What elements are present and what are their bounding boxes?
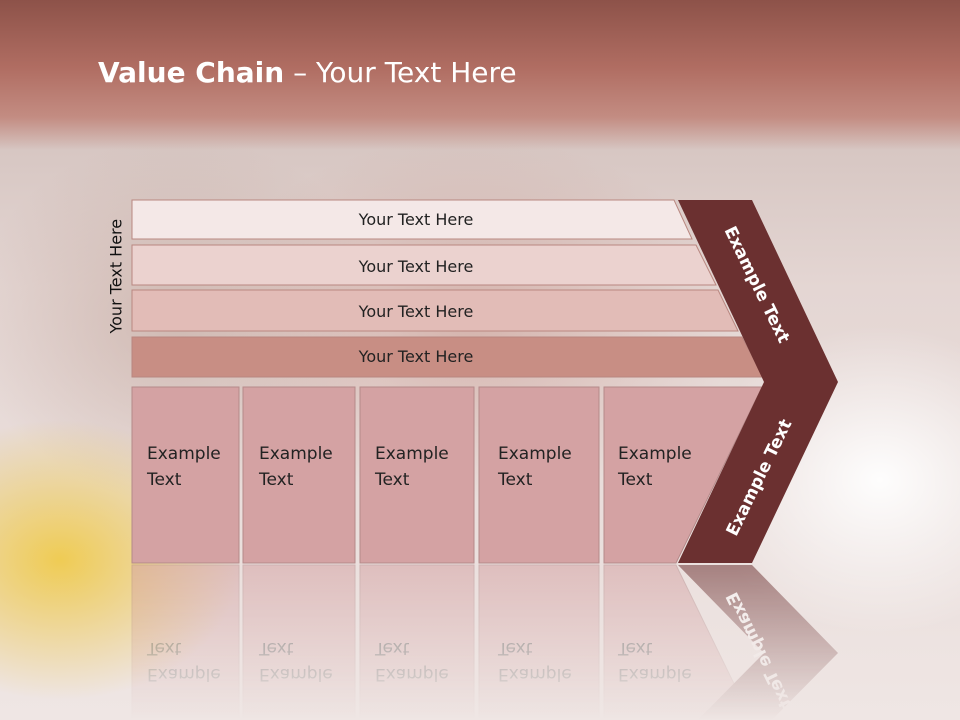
activity-box-1-line1: Example — [147, 444, 221, 464]
activity-box-4-line2: Text — [497, 470, 533, 490]
activity-box-3-line2: Text — [374, 470, 410, 490]
reflection-box-1-line1: Example — [147, 664, 221, 684]
bar-3-label: Your Text Here — [358, 302, 474, 321]
bar-1-shape — [131, 199, 693, 240]
activity-box-5-line2: Text — [617, 470, 653, 490]
activity-box-4-shape — [478, 386, 600, 564]
reflection-box-3 — [359, 564, 475, 720]
activity-box-3-shape — [359, 386, 475, 564]
activity-box-5-shape — [603, 386, 763, 564]
reflection: Example Text Example Text Example Text E… — [131, 564, 838, 720]
reflection-chevron — [678, 565, 838, 720]
bar-3-shape — [131, 289, 739, 332]
activity-box-5-line1: Example — [618, 444, 692, 464]
activity-box-3-line1: Example — [375, 444, 449, 464]
bar-1: Your Text Here — [131, 199, 693, 240]
margin-chevron-shape — [678, 200, 838, 563]
bar-4: Your Text Here — [131, 336, 764, 378]
bar-2-label: Your Text Here — [358, 257, 474, 276]
title-bold: Value Chain — [98, 56, 285, 89]
bar-2: Your Text Here — [131, 244, 717, 286]
reflection-box-2-line1: Example — [259, 664, 333, 684]
slide-title: Value Chain – Your Text Here — [98, 56, 517, 89]
activity-box-3: Example Text — [359, 386, 475, 564]
title-band — [0, 0, 960, 150]
activity-box-4: Example Text — [478, 386, 600, 564]
reflection-box-3-line1: Example — [375, 664, 449, 684]
activity-box-2-line2: Text — [258, 470, 294, 490]
activity-box-5: Example Text — [603, 386, 763, 564]
reflection-box-4 — [478, 564, 600, 720]
activity-box-2: Example Text — [242, 386, 356, 564]
activity-box-1-line2: Text — [146, 470, 182, 490]
bar-2-shape — [131, 244, 717, 286]
reflection-box-5-line2: Text — [617, 638, 653, 658]
activity-box-2-shape — [242, 386, 356, 564]
reflection-box-4-line2: Text — [497, 638, 533, 658]
activity-box-1-shape — [131, 386, 240, 564]
reflection-box-5 — [603, 564, 753, 720]
bar-4-label: Your Text Here — [358, 347, 474, 366]
reflection-box-5-line1: Example — [618, 664, 692, 684]
activity-box-2-line1: Example — [259, 444, 333, 464]
title-rest: – Your Text Here — [284, 56, 517, 89]
reflection-box-3-line2: Text — [374, 638, 410, 658]
reflection-box-1 — [131, 564, 240, 720]
activity-box-1: Example Text — [131, 386, 240, 564]
reflection-box-1-line2: Text — [146, 638, 182, 658]
activity-box-4-line1: Example — [498, 444, 572, 464]
bar-3: Your Text Here — [131, 289, 739, 332]
reflection-box-2-line2: Text — [258, 638, 294, 658]
reflection-box-2 — [242, 564, 356, 720]
reflection-box-4-line1: Example — [498, 664, 572, 684]
bar-1-label: Your Text Here — [358, 210, 474, 229]
